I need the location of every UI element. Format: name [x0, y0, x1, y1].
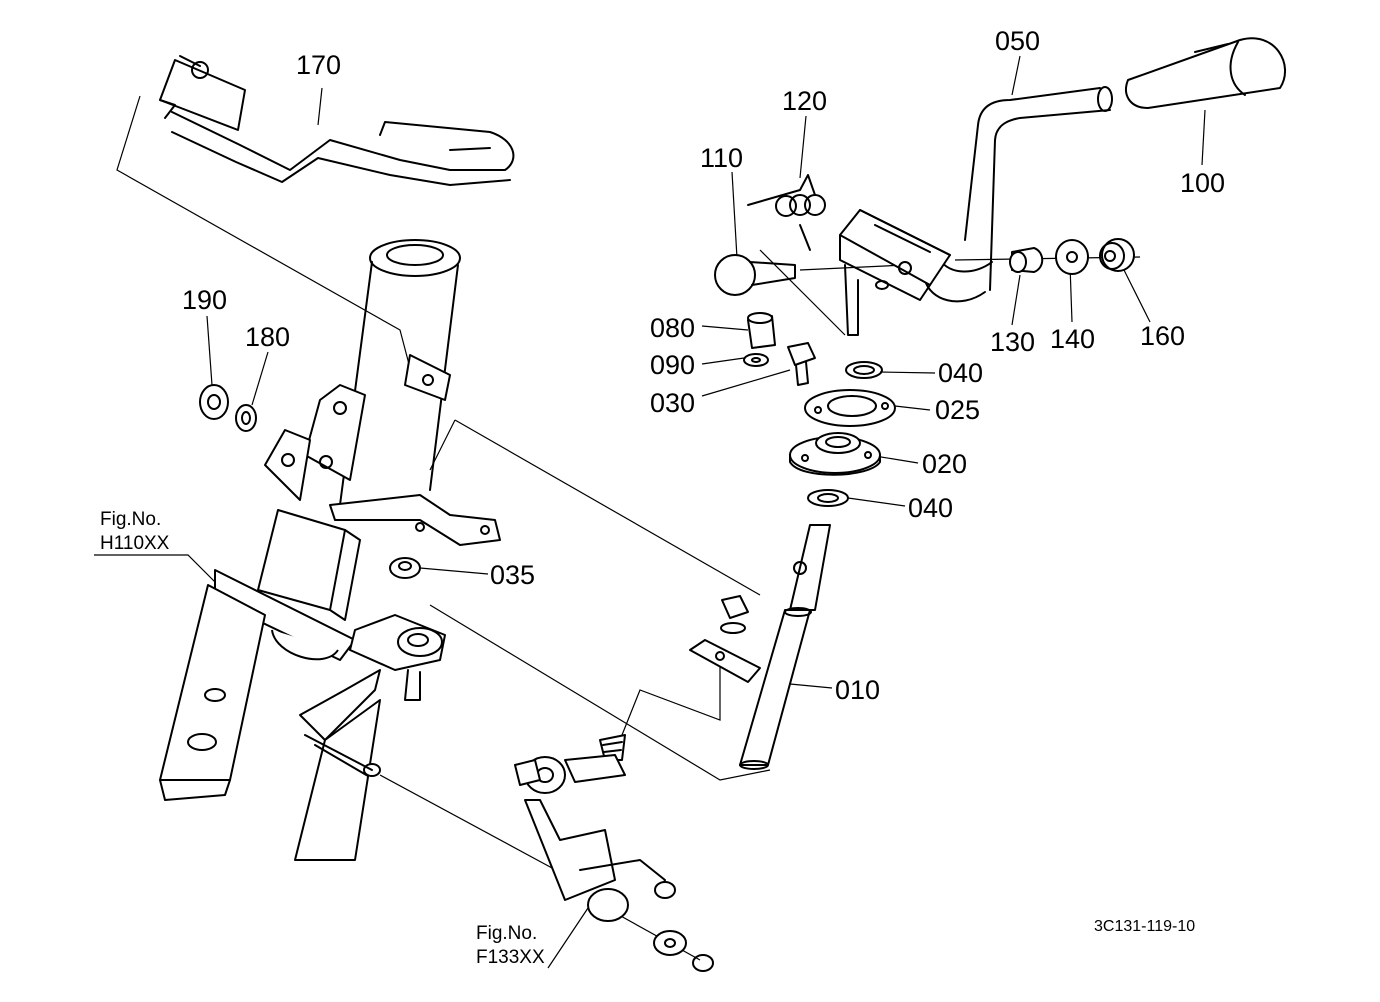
part-label-040-upper: 040: [938, 358, 984, 388]
part-label-110: 110: [700, 143, 744, 173]
drawing-code: 3C131-119-10: [1094, 918, 1196, 935]
part-label-025: 025: [935, 395, 981, 425]
part-label-050: 050: [995, 26, 1041, 56]
part-label-090: 090: [650, 350, 696, 380]
part-label-035: 035: [490, 560, 536, 590]
clip-040a: [845, 361, 883, 379]
part-label-170: 170: [296, 50, 342, 80]
part-label-030: 030: [650, 388, 696, 418]
part-label-140: 140: [1050, 324, 1096, 354]
part-label-120: 120: [782, 86, 828, 116]
nut-plate-group: [689, 595, 761, 683]
clip-040b: [807, 489, 849, 507]
knob-100: [1125, 37, 1286, 109]
washer-180: [235, 404, 257, 432]
part-label-010: 010: [835, 675, 881, 705]
nut-190: [199, 384, 229, 420]
nut-035: [389, 557, 421, 579]
figure-reference-f133-line2: F133XX: [476, 946, 545, 968]
part-label-180: 180: [245, 322, 291, 352]
washers-130-140-160: [1009, 238, 1135, 275]
figure-reference-h110: Fig.No. H110XX: [100, 508, 169, 556]
linkage-lower: [514, 734, 714, 972]
part-label-020: 020: [922, 449, 968, 479]
shaft-010: [739, 524, 831, 770]
bolt-030: [787, 342, 816, 386]
part-label-100: 100: [1180, 168, 1226, 198]
rod-170: [159, 55, 515, 186]
leader-lines: [94, 55, 1206, 969]
bushing-080: [743, 312, 776, 367]
part-label-080: 080: [650, 313, 696, 343]
figure-reference-h110-line1: Fig.No.: [100, 509, 162, 530]
assembly-lines: [116, 95, 1141, 961]
part-label-040-lower: 040: [908, 493, 954, 523]
figure-reference-f133-line1: Fig.No.: [476, 923, 538, 944]
figure-reference-h110-line2: H110XX: [100, 532, 170, 554]
pin-110: [714, 254, 796, 296]
spring-120: [747, 174, 826, 251]
lever-bracket: [839, 209, 951, 336]
column-frame: [159, 239, 501, 861]
flange-020: [789, 432, 881, 476]
gasket-025: [804, 389, 896, 427]
part-label-130: 130: [990, 327, 1036, 357]
part-label-190: 190: [182, 285, 228, 315]
figure-reference-f133: Fig.No. F133XX: [476, 922, 545, 970]
part-label-160: 160: [1140, 321, 1186, 351]
